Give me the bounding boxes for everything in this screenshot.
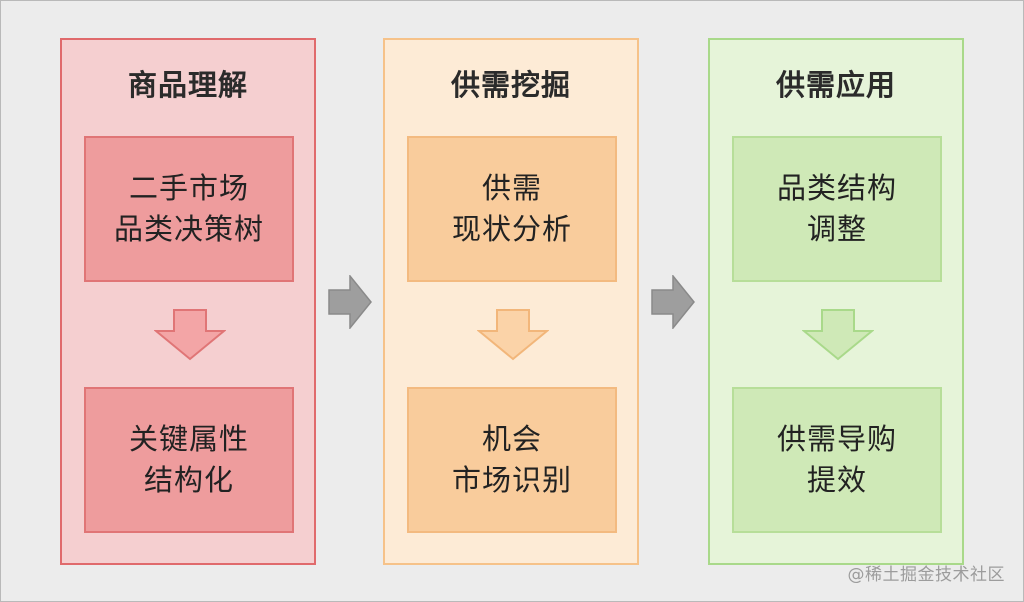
step-box-top: 品类结构 调整 bbox=[732, 136, 942, 282]
column-product-understanding: 商品理解 二手市场 品类决策树 关键属性 结构化 bbox=[60, 38, 316, 565]
step-box-bottom: 关键属性 结构化 bbox=[84, 387, 294, 533]
right-arrow-icon bbox=[651, 275, 695, 329]
down-arrow-icon bbox=[802, 309, 874, 361]
step-box-bottom: 机会 市场识别 bbox=[407, 387, 617, 533]
step-box-top: 供需 现状分析 bbox=[407, 136, 617, 282]
column-supply-demand-application: 供需应用 品类结构 调整 供需导购 提效 bbox=[708, 38, 964, 565]
watermark: @稀土掘金技术社区 bbox=[847, 565, 1005, 585]
step-box-top: 二手市场 品类决策树 bbox=[84, 136, 294, 282]
down-arrow-icon bbox=[477, 309, 549, 361]
column-title: 供需挖掘 bbox=[450, 68, 571, 102]
column-title: 供需应用 bbox=[775, 68, 896, 102]
step-box-bottom: 供需导购 提效 bbox=[732, 387, 942, 533]
column-title: 商品理解 bbox=[127, 68, 248, 102]
right-arrow-icon bbox=[328, 275, 372, 329]
down-arrow-icon bbox=[154, 309, 226, 361]
column-supply-demand-mining: 供需挖掘 供需 现状分析 机会 市场识别 bbox=[383, 38, 639, 565]
